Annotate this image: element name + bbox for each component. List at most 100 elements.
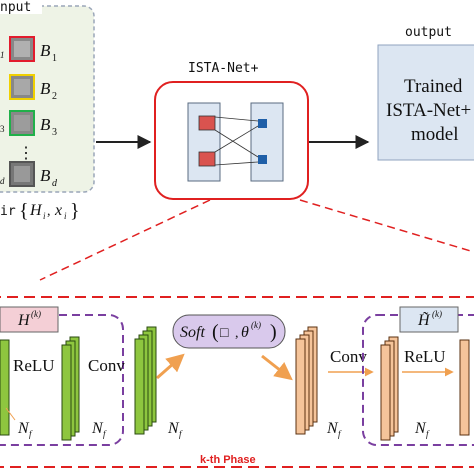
phase-Htilde-label: H̃ bbox=[417, 311, 431, 329]
input-item-1-label: B bbox=[40, 41, 51, 60]
input-item-d-label: B bbox=[40, 166, 51, 185]
zoom-line-right bbox=[299, 199, 474, 253]
output-line-3: model bbox=[411, 124, 459, 145]
input-item-3-texture bbox=[14, 115, 30, 131]
input-item-1: 1 B 1 bbox=[0, 36, 57, 64]
zoom-line-left bbox=[39, 199, 211, 281]
net-edge-4 bbox=[214, 161, 259, 166]
nf-1-pointer bbox=[5, 407, 16, 421]
input-item-d-left-sub: d bbox=[0, 176, 5, 186]
phase-panel: H (k) ReLU Conv N f N f N f Soft bbox=[0, 296, 474, 468]
nf-4-sub: f bbox=[338, 429, 342, 439]
input-item-2-label: B bbox=[40, 79, 51, 98]
input-panel: nput 1 B 1 B 2 3 B 3 ⋮ d bbox=[0, 0, 95, 193]
net-edge-3 bbox=[214, 125, 259, 153]
green-stack-2 bbox=[61, 336, 80, 441]
green-stack-2-layer-3 bbox=[61, 344, 72, 441]
output-title: output bbox=[405, 25, 452, 40]
net-panel-right bbox=[250, 102, 284, 182]
soft-theta-sup: (k) bbox=[251, 320, 261, 330]
orange-stack-1-layer-4 bbox=[295, 338, 306, 435]
output-line-1: Trained bbox=[404, 76, 463, 97]
input-item-2: B 2 bbox=[9, 74, 57, 102]
net-node-blue-2 bbox=[258, 155, 267, 164]
nf-1-sub: f bbox=[29, 429, 33, 439]
phase-conv-1: Conv bbox=[88, 356, 125, 375]
phase-relu-1: ReLU bbox=[13, 356, 55, 375]
input-item-3: 3 B 3 bbox=[0, 110, 57, 138]
input-pair-label: ir { H i , x i } bbox=[0, 200, 80, 222]
green-stack-3 bbox=[134, 326, 157, 435]
input-item-d-texture bbox=[14, 166, 30, 182]
input-item-1-left-sub: 1 bbox=[0, 50, 5, 60]
output-box: Trained ISTA-Net+ model bbox=[377, 44, 474, 161]
soft-close: ) bbox=[270, 321, 277, 343]
input-item-d: d B d bbox=[0, 161, 58, 189]
green-stack-3-layer-4 bbox=[134, 338, 145, 435]
input-pair-H: H bbox=[29, 202, 43, 219]
net-edge-2 bbox=[214, 129, 259, 158]
input-pair-x-sub: i bbox=[64, 211, 67, 221]
input-pair-open: { bbox=[19, 200, 29, 222]
input-item-1-sub: 1 bbox=[52, 53, 57, 64]
net-node-blue-1 bbox=[258, 119, 267, 128]
output-line-2: ISTA-Net+ bbox=[386, 100, 471, 121]
nf-5: N bbox=[414, 420, 427, 437]
input-item-d-sub: d bbox=[52, 178, 58, 189]
input-pair-prefix: ir bbox=[0, 204, 16, 219]
phase-H-label: H bbox=[17, 312, 31, 329]
orange-stack-2-layer-3 bbox=[380, 344, 391, 441]
soft-threshold-box bbox=[172, 314, 286, 349]
orange-stack-2 bbox=[380, 336, 399, 441]
input-item-3-sub: 3 bbox=[52, 127, 57, 138]
input-item-3-left-sub: 3 bbox=[0, 124, 5, 134]
phase-border bbox=[0, 296, 474, 468]
net-node-red-1 bbox=[198, 115, 216, 131]
soft-label: Soft bbox=[180, 324, 205, 341]
input-vdots: ⋮ bbox=[18, 145, 34, 162]
nf-3-sub: f bbox=[179, 429, 183, 439]
phase-conv-2: Conv bbox=[330, 347, 367, 366]
input-pair-H-sub: i bbox=[43, 211, 46, 221]
phase-Htilde-sup: (k) bbox=[432, 309, 442, 319]
net-edge-1 bbox=[214, 116, 259, 122]
input-pair-sep: , bbox=[47, 204, 51, 219]
nf-1: N bbox=[17, 420, 30, 437]
nf-2: N bbox=[91, 420, 104, 437]
soft-open: ( bbox=[212, 321, 219, 343]
arrow-soft-to-orange bbox=[261, 354, 293, 381]
output-box-rect bbox=[377, 44, 474, 161]
phase-right-group bbox=[362, 314, 474, 446]
input-item-2-texture bbox=[14, 79, 30, 95]
soft-box: □ bbox=[220, 326, 229, 341]
nf-5-sub: f bbox=[426, 429, 430, 439]
phase-title: k-th Phase bbox=[200, 454, 256, 466]
green-block-1 bbox=[0, 339, 10, 436]
input-pair-close: } bbox=[70, 200, 80, 222]
input-title-bg bbox=[0, 0, 42, 14]
input-item-1-texture bbox=[14, 41, 30, 57]
phase-Htilde-label-box bbox=[399, 306, 459, 333]
soft-comma: , bbox=[235, 326, 239, 341]
input-item-3-label: B bbox=[40, 115, 51, 134]
nf-4: N bbox=[326, 420, 339, 437]
net-title: ISTA-Net+ bbox=[188, 61, 259, 76]
soft-threshold-node: Soft ( □ , θ (k) ) bbox=[172, 314, 286, 349]
input-item-2-sub: 2 bbox=[52, 91, 57, 102]
arrow-green-to-soft bbox=[156, 353, 185, 380]
nf-3: N bbox=[167, 420, 180, 437]
orange-block-3 bbox=[459, 339, 470, 436]
phase-H-label-box bbox=[0, 306, 59, 333]
soft-theta: θ bbox=[241, 324, 249, 341]
input-pair-x: x bbox=[54, 202, 62, 219]
net-node-red-2 bbox=[198, 151, 216, 167]
net-panel-left bbox=[187, 102, 221, 182]
input-title: nput bbox=[0, 0, 31, 15]
nf-2-sub: f bbox=[103, 429, 107, 439]
phase-H-sup: (k) bbox=[31, 309, 41, 319]
phase-relu-2: ReLU bbox=[404, 347, 446, 366]
phase-title-bg bbox=[196, 452, 266, 466]
orange-stack-1 bbox=[295, 326, 318, 435]
net-block bbox=[154, 81, 309, 200]
